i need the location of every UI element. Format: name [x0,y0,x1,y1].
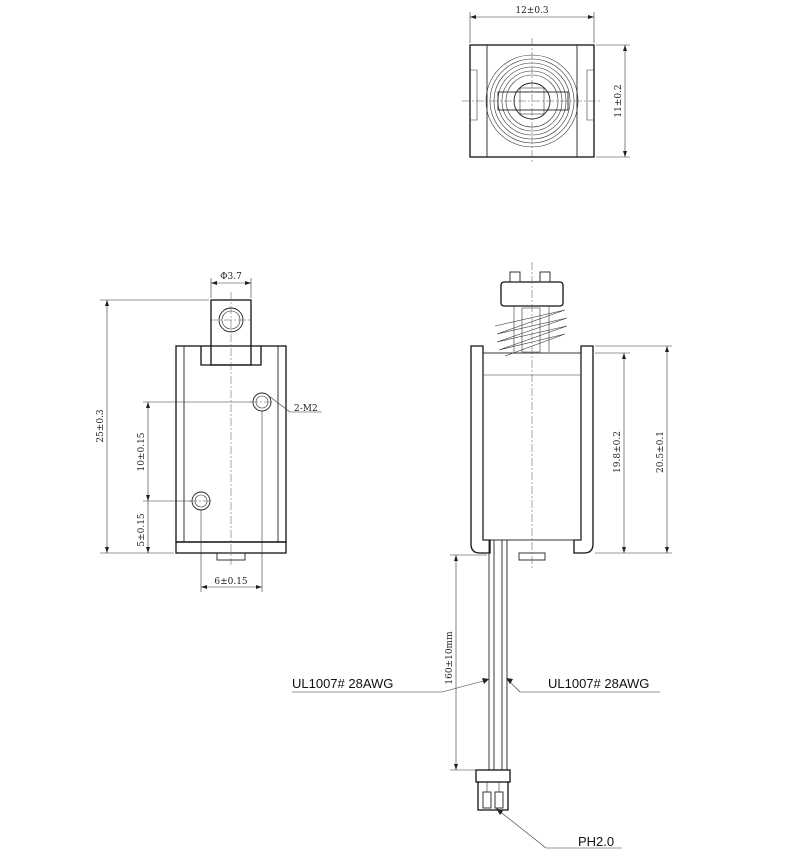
lead-length-dim: 160±10mm [445,631,455,685]
mounting-hole-label: 2-M2 [294,404,318,414]
hole-offset-dim: 5±0.15 [137,513,147,547]
side-inner-height-dim: 19.8±0.2 [613,431,623,473]
top-width-dim: 12±0.3 [515,6,549,16]
front-overall-height-dim: 25±0.3 [96,409,106,443]
side-outer-height-dim: 20.5±0.1 [656,431,666,473]
front-view: Φ3.7 25±0.3 10±0.15 5±0.15 2-M2 6±0.15 [96,272,322,592]
left-wire-label: UL1007# 28AWG [292,676,393,691]
right-wire-label: UL1007# 28AWG [548,676,649,691]
top-height-dim: 11±0.2 [614,84,624,117]
hole-horizontal-dim: 6±0.15 [214,577,248,587]
top-view: 12±0.3 11±0.2 [462,6,630,164]
hole-spacing-dim: 10±0.15 [137,432,147,471]
side-view: 19.8±0.2 20.5±0.1 160±10mm UL1007# 28AWG [292,262,672,849]
connector-label: PH2.0 [578,834,614,849]
plunger-diameter-dim: Φ3.7 [220,272,242,282]
